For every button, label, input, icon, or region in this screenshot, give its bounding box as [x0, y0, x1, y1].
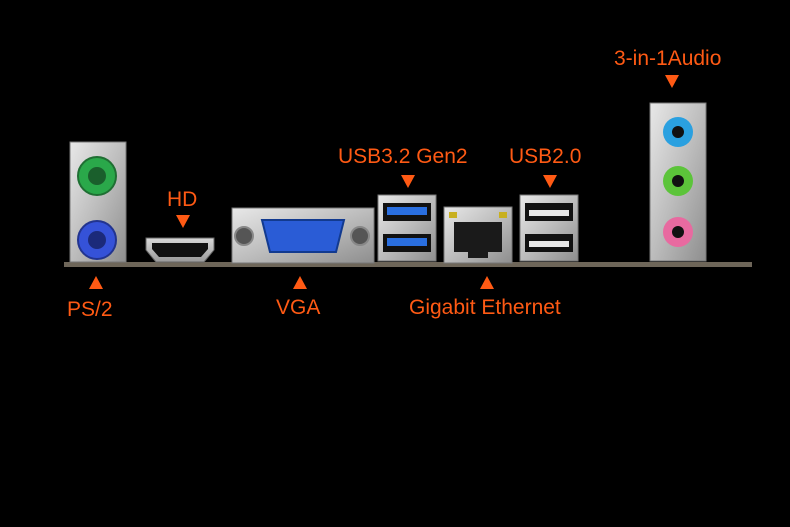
ethernet-label: Gigabit Ethernet	[409, 296, 561, 319]
audio-arrow-icon	[665, 75, 679, 88]
ps2-port	[69, 141, 127, 263]
usb32-port	[377, 194, 437, 262]
usb20-arrow-icon	[543, 175, 557, 188]
hd-label: HD	[167, 188, 198, 211]
usb20-label: USB2.0	[509, 145, 582, 168]
ethernet-arrow-icon	[480, 276, 494, 289]
board-edge	[64, 262, 752, 267]
audio-label: 3-in-1Audio	[614, 47, 722, 70]
hd-arrow-icon	[176, 215, 190, 228]
ethernet-port	[443, 206, 513, 264]
usb32-arrow-icon	[401, 175, 415, 188]
vga-label: VGA	[276, 296, 321, 319]
ps2-arrow-icon	[89, 276, 103, 289]
hdmi-port	[145, 237, 215, 263]
vga-port	[231, 207, 375, 264]
usb20-port	[519, 194, 579, 262]
vga-arrow-icon	[293, 276, 307, 289]
audio-port	[649, 102, 707, 262]
usb32-label: USB3.2 Gen2	[338, 145, 468, 168]
ps2-label: PS/2	[67, 298, 113, 321]
